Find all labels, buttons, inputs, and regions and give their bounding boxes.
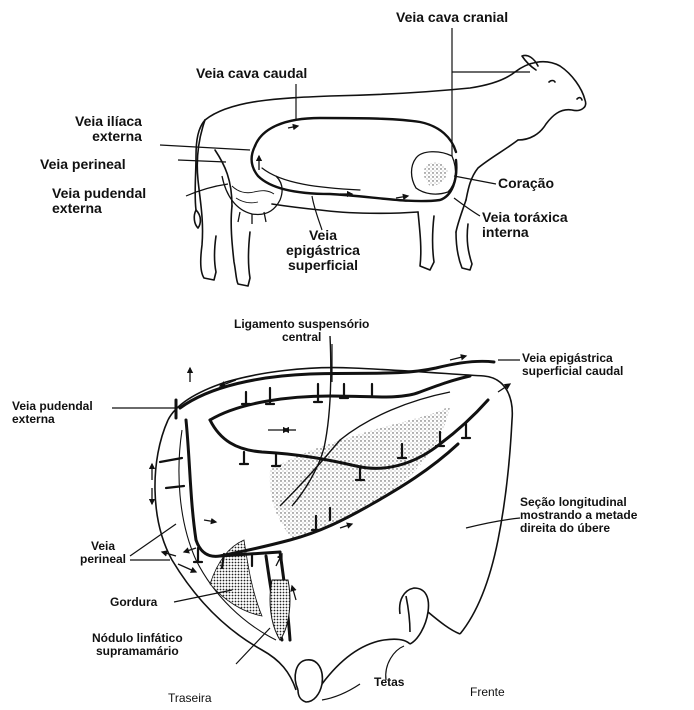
label-nodulo-linfatico: Nódulo linfático supramamário bbox=[92, 632, 183, 658]
label-veia-toraxica-interna-line1: Veia toráxica bbox=[482, 210, 568, 225]
label-veia-perineal-bottom: Veia perineal bbox=[80, 540, 126, 566]
label-veia-toraxica-interna-line2: interna bbox=[482, 225, 568, 240]
label-tetas: Tetas bbox=[374, 676, 404, 689]
lymph-node-shape bbox=[270, 580, 290, 640]
label-secao-longitudinal: Seção longitudinal mostrando a metade di… bbox=[520, 496, 637, 535]
label-veia-pudendal-externa-bottom: Veia pudendal externa bbox=[12, 400, 93, 426]
label-veia-epigastrica-superficial-line2: epigástrica bbox=[286, 243, 360, 258]
label-ligamento-line2: central bbox=[234, 331, 369, 344]
label-veia-pudendal-externa-top: Veia pudendal externa bbox=[52, 186, 146, 216]
heart-shape bbox=[412, 152, 456, 194]
label-gordura: Gordura bbox=[110, 596, 157, 609]
label-veia-epigastrica-superficial-line1: Veia bbox=[286, 228, 360, 243]
label-veia-perineal-top: Veia perineal bbox=[40, 157, 126, 172]
label-traseira: Traseira bbox=[168, 692, 212, 705]
label-veia-cava-caudal: Veia cava caudal bbox=[196, 66, 307, 81]
label-nodulo-line2: supramamário bbox=[92, 645, 183, 658]
label-veia-iliaca-externa: Veia ilíaca externa bbox=[75, 114, 142, 144]
label-secao-line3: direita do úbere bbox=[520, 522, 637, 535]
label-frente: Frente bbox=[470, 686, 505, 699]
top-leader-lines bbox=[160, 28, 530, 230]
label-veia-toraxica-interna: Veia toráxica interna bbox=[482, 210, 568, 240]
label-veia-epig-caudal-line2: superficial caudal bbox=[522, 365, 623, 378]
udder-section-outline bbox=[155, 368, 512, 702]
label-coracao: Coração bbox=[498, 176, 554, 191]
label-veia-pudendal-externa-bottom-line2: externa bbox=[12, 413, 93, 426]
label-veia-pudendal-externa-top-line2: externa bbox=[52, 201, 146, 216]
label-veia-epigastrica-superficial: Veia epigástrica superficial bbox=[286, 228, 360, 273]
label-veia-epigastrica-superficial-line3: superficial bbox=[286, 258, 360, 273]
cow-outline bbox=[194, 55, 585, 286]
label-veia-epigastrica-superficial-caudal: Veia epigástrica superficial caudal bbox=[522, 352, 623, 378]
vein-loop bbox=[252, 118, 457, 201]
label-veia-perineal-bottom-line2: perineal bbox=[80, 553, 126, 566]
label-veia-iliaca-externa-line2: externa bbox=[75, 129, 142, 144]
label-ligamento-suspensorio-central: Ligamento suspensório central bbox=[234, 318, 369, 344]
label-veia-cava-cranial: Veia cava cranial bbox=[396, 10, 508, 25]
label-veia-iliaca-externa-line1: Veia ilíaca bbox=[75, 114, 142, 129]
label-veia-pudendal-externa-top-line1: Veia pudendal bbox=[52, 186, 146, 201]
